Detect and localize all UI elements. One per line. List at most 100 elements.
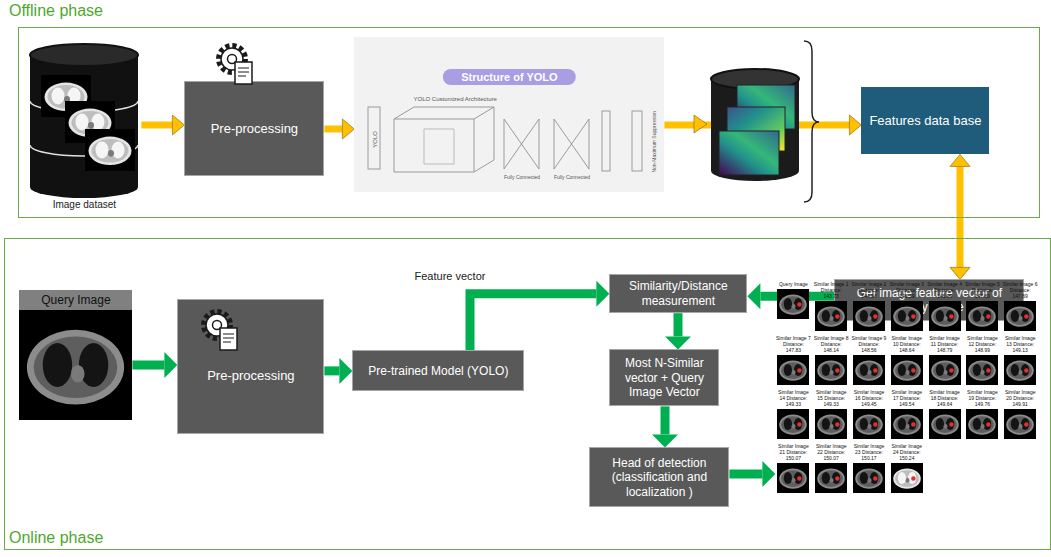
image-header: Query Image [19, 290, 132, 310]
process-box: Pre-trained Model (YOLO) [352, 350, 524, 391]
process-box: Similarity/Distance measurement [609, 274, 747, 313]
flow-arrow [132, 352, 177, 378]
arrow-head [747, 283, 760, 309]
arrow-head [762, 461, 775, 487]
arrow-head [342, 119, 354, 139]
tile-caption: Similar Image 18 Distance: 149.64 [926, 390, 963, 407]
box-text: Most N-Similar vector + Query Image Vect… [616, 356, 712, 399]
tile-caption: Similar Image 19 Distance: 149.76 [964, 390, 1001, 407]
flow-arrow [324, 358, 352, 384]
ct-thumbnail [777, 289, 809, 319]
gear-document-icon [215, 42, 255, 88]
ct-thumbnail [966, 355, 998, 385]
ct-thumbnail [815, 409, 847, 439]
result-tile: Similar Image 24 Distance: 150.24 [889, 444, 925, 492]
result-tile: Similar Image 17 Distance: 149.54 [889, 390, 925, 438]
arrow-head [596, 281, 609, 307]
tile-caption: Similar Image 12 Distance: 148.99 [964, 336, 1001, 353]
result-tile: Similar Image 9 Distance: 148.56 [851, 336, 887, 384]
arrow-shaft [132, 361, 164, 370]
result-tile: Similar Image 7 Distance: 147.83 [775, 336, 811, 384]
ct-thumbnail [1004, 409, 1036, 439]
tile-caption: Similar Image 20 Distance: 149.91 [1002, 390, 1039, 407]
ct-thumbnail [966, 301, 998, 331]
tile-caption: Similar Image 6 Distance: 147.69 [1002, 282, 1039, 299]
process-box: Pre-processing [184, 81, 324, 176]
result-tile: Similar Image 1 Distance: 143.73 [813, 282, 849, 330]
feature-maps-cylinder [689, 39, 823, 204]
ct-thumbnail [853, 301, 885, 331]
box-text: Features data base [869, 113, 981, 129]
flow-arrow [950, 154, 970, 279]
flow-arrow [324, 119, 354, 139]
result-tile: Similar Image 3 Distance: 146.39 [889, 282, 925, 330]
tile-caption: Similar Image 23 Distance: 150.17 [850, 444, 887, 461]
gear-document-icon [200, 308, 240, 354]
architecture-label: Non-Maximum Suppression [652, 111, 658, 173]
database-box: Features data base [861, 87, 989, 154]
result-tile: Similar Image 20 Distance: 149.91 [1002, 390, 1038, 438]
architecture-label: YOLO [372, 130, 379, 147]
result-tile: Similar Image 15 Distance: 149.33 [813, 390, 849, 438]
tile-caption: Similar Image 10 Distance: 148.64 [888, 336, 925, 353]
box-text: Pre-trained Model (YOLO) [368, 364, 508, 378]
ct-thumbnail [891, 355, 923, 385]
result-tile: Similar Image 4 Distance: 146.99 [927, 282, 963, 330]
arrow-shaft [324, 366, 339, 375]
arrow-head [339, 358, 352, 384]
result-tile: Similar Image 23 Distance: 150.17 [851, 444, 887, 492]
architecture-label: YOLO Customized Architecture [414, 96, 497, 103]
phase-title: Offline phase [9, 2, 103, 20]
ct-thumbnail [891, 409, 923, 439]
box-text: Pre-processing [211, 121, 298, 137]
tile-caption: Similar Image 1 Distance: 143.73 [813, 282, 850, 299]
result-tile: Similar Image 6 Distance: 147.69 [1002, 282, 1038, 330]
tile-caption: Similar Image 5 Distance: 147.60 [964, 282, 1001, 299]
ct-thumbnail [815, 301, 847, 331]
process-box: Pre-processing [177, 299, 324, 434]
yolo-architecture-sketch [354, 37, 664, 192]
arrow-shaft [674, 313, 683, 336]
arrow-shaft [470, 294, 596, 351]
ct-thumbnail [1004, 301, 1036, 331]
tile-caption: Similar Image 2 Distance: 144.54 [850, 282, 887, 299]
tile-caption: Similar Image 22 Distance: 150.07 [813, 444, 850, 461]
result-tile: Query Image [775, 282, 811, 319]
tile-caption: Similar Image 3 Distance: 146.39 [888, 282, 925, 299]
ct-thumbnail [966, 409, 998, 439]
tile-caption: Similar Image 9 Distance: 148.56 [850, 336, 887, 353]
dataset-cylinder-icon [27, 41, 141, 201]
ct-thumbnail [815, 463, 847, 493]
box-text: Head of detection (classification and lo… [596, 456, 722, 499]
ct-thumbnail [1004, 355, 1036, 385]
tile-caption: Query Image [775, 282, 812, 288]
tile-caption: Similar Image 15 Distance: 149.33 [813, 390, 850, 407]
ct-thumbnail [815, 355, 847, 385]
arrow-shaft [324, 126, 342, 133]
architecture-panel: Structure of YOLO [354, 37, 664, 192]
flow-arrow [652, 406, 678, 447]
tile-caption: Similar Image 24 Distance: 150.24 [888, 444, 925, 461]
phase-frame: Online phaseQuery ImagePre-processingPre… [4, 238, 1051, 550]
query-image: Query Image [19, 290, 132, 420]
dataset-label: Image dataset [27, 199, 141, 211]
results-grid: Query ImageSimilar Image 1 Distance: 143… [775, 282, 1039, 500]
arrow-head [665, 336, 691, 349]
ct-thumbnail [777, 409, 809, 439]
phase-title: Online phase [9, 529, 103, 547]
tile-caption: Similar Image 17 Distance: 149.54 [888, 390, 925, 407]
tile-caption: Similar Image 16 Distance: 149.45 [850, 390, 887, 407]
ct-thumbnail [853, 355, 885, 385]
result-tile: Similar Image 19 Distance: 149.76 [964, 390, 1000, 438]
ct-thumbnail [929, 355, 961, 385]
arrow-shaft [729, 469, 762, 478]
result-tile: Similar Image 5 Distance: 147.60 [964, 282, 1000, 330]
edge-label: Feature vector [412, 269, 489, 284]
title-pill: Structure of YOLO [443, 69, 575, 85]
result-tile: Similar Image 21 Distance: 150.07 [775, 444, 811, 492]
tile-caption: Similar Image 21 Distance: 150.07 [775, 444, 812, 461]
tile-caption: Similar Image 4 Distance: 146.99 [926, 282, 963, 299]
flow-arrow [470, 281, 609, 351]
arrow-shaft [141, 122, 172, 129]
